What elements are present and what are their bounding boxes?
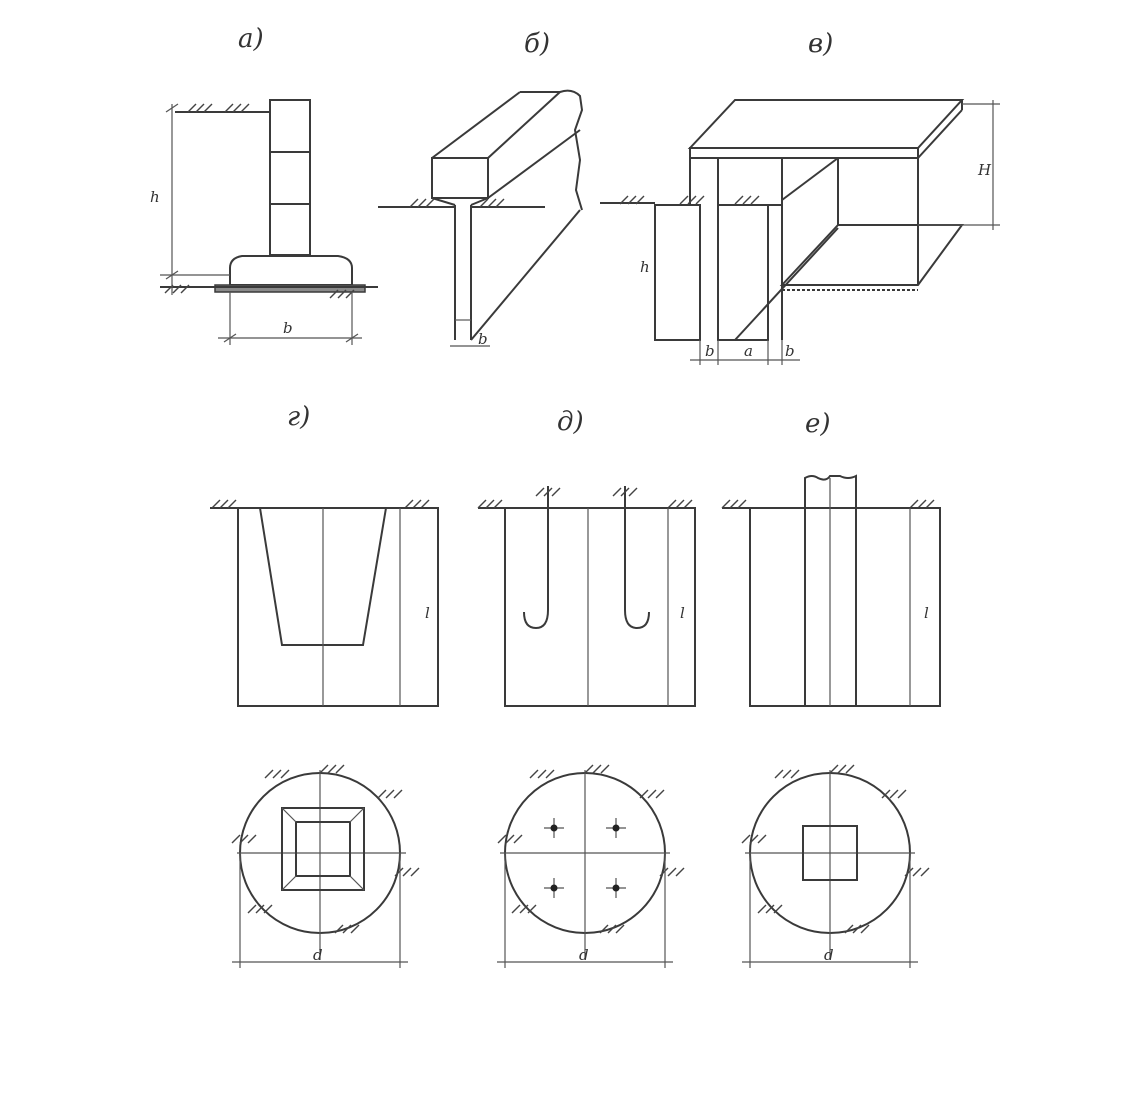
dim-v-b1: b — [705, 342, 715, 360]
dim-d-l: l — [680, 604, 685, 622]
dim-v-H: H — [977, 161, 992, 179]
dim-a-b: b — [283, 319, 293, 337]
dim-v-h: h — [640, 258, 650, 276]
dim-b-b: b — [478, 330, 488, 348]
panel-e-plan: d — [741, 764, 930, 968]
dim-d-d: d — [579, 946, 589, 964]
panel-label-g: г) — [287, 402, 310, 432]
panel-e-elevation: l — [721, 474, 941, 707]
panel-d-plan: d — [497, 764, 685, 968]
panel-g-elevation: l — [210, 499, 439, 707]
panel-label-v: в) — [808, 29, 833, 59]
dim-a-h: h — [150, 188, 160, 206]
dim-g-l: l — [425, 604, 430, 622]
dim-e-d: d — [824, 946, 834, 964]
dim-v-b2: b — [785, 342, 795, 360]
panel-label-b: б) — [524, 29, 550, 59]
panel-label-e: е) — [805, 409, 831, 439]
dim-g-d: d — [313, 946, 323, 964]
panel-b-drawing: b — [378, 89, 584, 348]
dim-e-l: l — [924, 604, 929, 622]
panel-label-d: д) — [557, 407, 584, 437]
panel-label-a: а) — [238, 24, 264, 54]
panel-v-drawing: H h b a b — [600, 99, 1000, 365]
panel-a-drawing: h b — [150, 99, 378, 345]
anchor-bolt-icon — [544, 818, 626, 898]
dim-v-a: a — [744, 342, 753, 360]
panel-d-elevation: l — [477, 486, 696, 707]
panel-g-plan: d — [231, 764, 420, 968]
